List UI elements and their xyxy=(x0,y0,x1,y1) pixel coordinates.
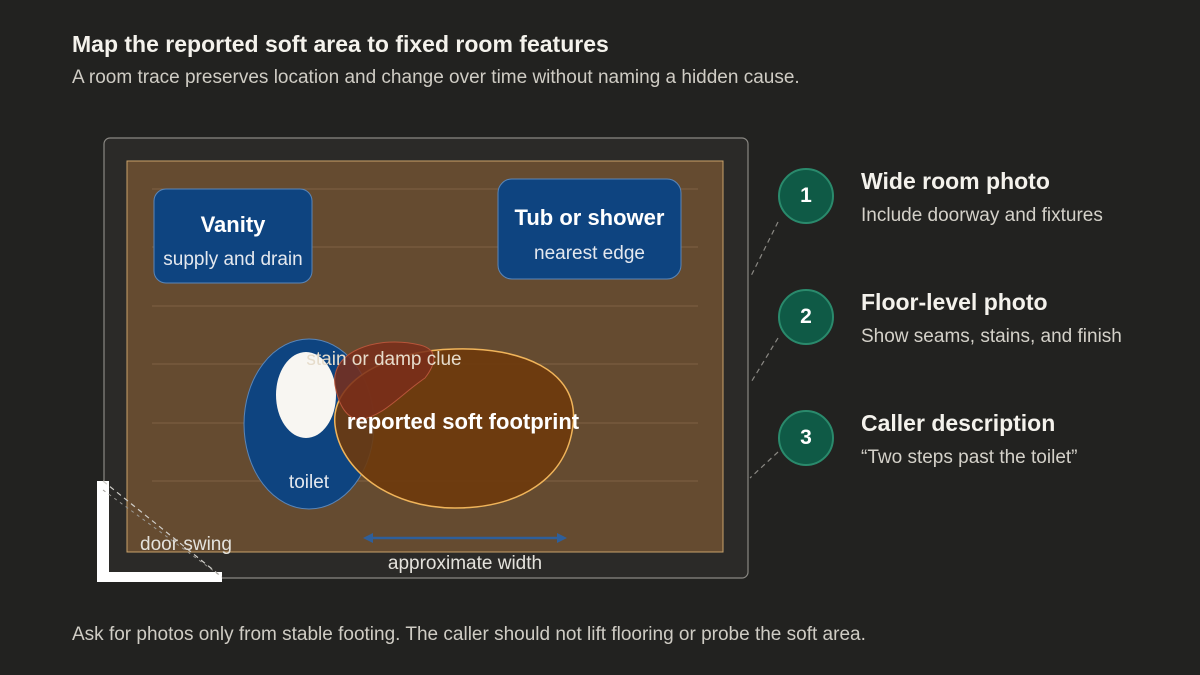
toilet-bowl xyxy=(276,352,336,438)
step-number-badge: 1 xyxy=(778,168,834,224)
vanity-sublabel: supply and drain xyxy=(163,249,302,270)
step-title: Floor-level photo xyxy=(861,289,1048,315)
door-swing-label: door swing xyxy=(140,534,232,555)
step-description: “Two steps past the toilet” xyxy=(861,447,1078,468)
tub-label: Tub or shower xyxy=(515,205,665,230)
step-description: Include doorway and fixtures xyxy=(861,205,1103,226)
toilet-fixture: toilet xyxy=(243,338,375,510)
stain-area xyxy=(334,341,435,421)
page-subtitle: A room trace preserves location and chan… xyxy=(72,67,800,88)
step-number-badge: 2 xyxy=(778,289,834,345)
safety-note: Ask for photos only from stable footing.… xyxy=(72,624,866,645)
door-swing xyxy=(97,480,223,582)
width-arrow xyxy=(363,533,567,543)
step-title: Caller description xyxy=(861,410,1056,436)
vanity-label: Vanity xyxy=(201,212,267,237)
step-number-badge: 3 xyxy=(778,410,834,466)
tub-fixture: Tub or shower nearest edge xyxy=(497,178,682,280)
width-label: approximate width xyxy=(388,553,542,574)
tub-sublabel: nearest edge xyxy=(534,243,645,264)
step-2: 2 Floor-level photo Show seams, stains, … xyxy=(778,289,1178,359)
step-description: Show seams, stains, and finish xyxy=(861,326,1122,347)
toilet-label: toilet xyxy=(289,472,330,493)
step-connectors xyxy=(749,221,779,479)
vanity-fixture: Vanity supply and drain xyxy=(153,188,313,284)
soft-footprint-label: reported soft footprint xyxy=(347,409,580,434)
page-title: Map the reported soft area to fixed room… xyxy=(72,31,609,57)
step-title: Wide room photo xyxy=(861,168,1050,194)
stain-label: stain or damp clue xyxy=(306,349,461,370)
step-1: 1 Wide room photo Include doorway and fi… xyxy=(778,168,1178,238)
step-3: 3 Caller description “Two steps past the… xyxy=(778,410,1178,480)
